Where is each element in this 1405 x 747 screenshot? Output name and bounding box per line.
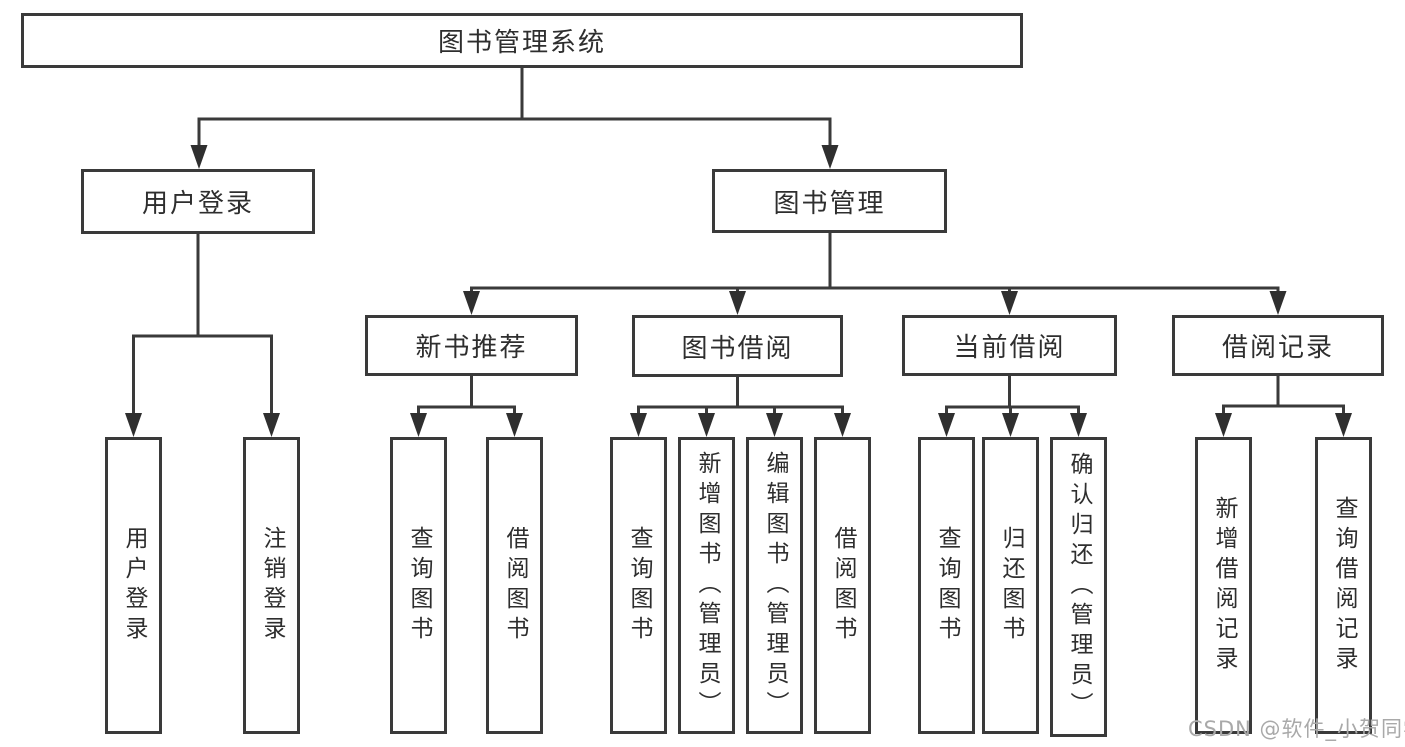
csdn-watermark: CSDN @软件_小贺同学 (1188, 717, 1405, 741)
leaf-query-books-recommend-label: 查询图书 (406, 525, 432, 646)
connector-root-to-level2 (197, 66, 832, 150)
arrowhead (125, 413, 142, 437)
node-new-book-recommendation-label: 新书推荐 (415, 333, 528, 363)
leaf-query-books-recommend: 查询图书 (390, 437, 447, 734)
leaf-borrow-books-label: 借阅图书 (830, 525, 856, 646)
arrowhead (506, 413, 523, 437)
leaf-confirm-return-admin: 确认归还（管理员） (1050, 437, 1107, 737)
arrowhead (938, 413, 955, 437)
node-library-management-system-label: 图书管理系统 (437, 28, 606, 58)
connector-book-management-group (470, 231, 1280, 296)
node-library-management-system: 图书管理系统 (21, 13, 1023, 68)
node-book-borrowing: 图书借阅 (632, 315, 843, 377)
leaf-query-books-current: 查询图书 (918, 437, 975, 734)
node-user-login-label: 用户登录 (141, 189, 254, 219)
arrowhead (766, 413, 783, 437)
leaf-return-books: 归还图书 (982, 437, 1039, 734)
node-current-borrowing: 当前借阅 (902, 315, 1117, 376)
node-book-borrowing-label: 图书借阅 (681, 333, 794, 364)
arrowhead (821, 145, 839, 169)
connector-current-borrow-group (945, 374, 1080, 418)
connector-book-borrow-group (637, 375, 844, 418)
leaf-query-books-current-label: 查询图书 (934, 525, 960, 646)
leaf-query-borrow-record-label: 查询借阅记录 (1331, 495, 1357, 676)
leaf-user-login: 用户登录 (105, 437, 162, 734)
arrowhead (1269, 291, 1287, 315)
arrowhead (729, 291, 746, 315)
leaf-edit-books-admin-label: 编辑图书（管理员） (762, 450, 788, 721)
leaf-query-books-borrow-label: 查询图书 (626, 525, 652, 646)
arrowhead (834, 413, 851, 437)
connector-new-book-group (417, 374, 516, 418)
node-borrowing-records-label: 借阅记录 (1221, 333, 1334, 363)
leaf-borrow-books-recommend-label: 借阅图书 (502, 525, 528, 646)
node-book-management: 图书管理 (712, 169, 947, 233)
node-new-book-recommendation: 新书推荐 (365, 315, 578, 376)
node-current-borrowing-label: 当前借阅 (953, 333, 1066, 363)
leaf-add-borrow-record-label: 新增借阅记录 (1211, 495, 1237, 676)
node-user-login: 用户登录 (81, 169, 315, 234)
arrowhead (698, 413, 715, 437)
arrowhead (1335, 413, 1352, 437)
leaf-query-borrow-record: 查询借阅记录 (1315, 437, 1372, 734)
connector-borrow-records-group (1222, 374, 1345, 418)
node-book-management-label: 图书管理 (773, 188, 886, 219)
arrowhead (190, 145, 208, 169)
leaf-confirm-return-admin-label: 确认归还（管理员） (1066, 452, 1092, 722)
leaf-add-books-admin-label: 新增图书（管理员） (694, 450, 720, 721)
arrowhead (463, 291, 480, 315)
arrowhead (1001, 291, 1018, 315)
leaf-query-books-borrow: 查询图书 (610, 437, 667, 734)
leaf-borrow-books: 借阅图书 (814, 437, 871, 734)
arrowhead (1215, 413, 1232, 437)
leaf-add-books-admin: 新增图书（管理员） (678, 437, 735, 734)
leaf-return-books-label: 归还图书 (998, 525, 1024, 646)
arrowhead (630, 413, 647, 437)
arrowhead (410, 413, 427, 437)
leaf-logout-login-label: 注销登录 (259, 525, 285, 646)
arrowhead (263, 413, 280, 437)
leaf-edit-books-admin: 编辑图书（管理员） (746, 437, 803, 734)
leaf-logout-login: 注销登录 (243, 437, 300, 734)
connector-user-login-group (132, 232, 273, 418)
leaf-user-login-label: 用户登录 (121, 525, 147, 646)
leaf-borrow-books-recommend: 借阅图书 (486, 437, 543, 734)
leaf-add-borrow-record: 新增借阅记录 (1195, 437, 1252, 734)
arrowhead (1002, 413, 1019, 437)
node-borrowing-records: 借阅记录 (1172, 315, 1384, 376)
arrowhead (1070, 413, 1087, 437)
